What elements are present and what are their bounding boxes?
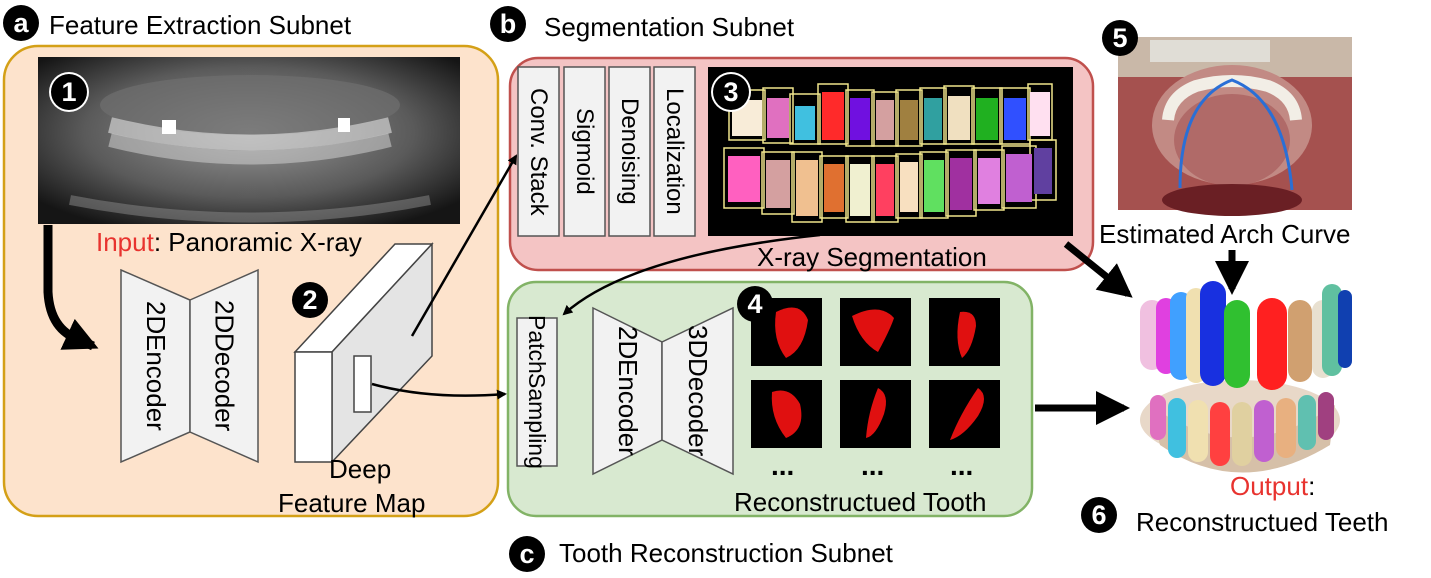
step-badge-1: 1: [51, 74, 87, 110]
reconstructed-tooth-thumbnails: [751, 298, 1000, 448]
localization-box: [653, 66, 696, 237]
output-prefix: Output: [1230, 471, 1309, 501]
stage-label-sigmoid: Sigmoid: [571, 108, 599, 195]
input-label: Input: Panoramic X-ray: [96, 229, 362, 255]
arrow-featuremap-to-segmentation: [410, 154, 518, 337]
decoder-2d-shape: [189, 268, 259, 464]
title-tooth-reconstruction: Tooth Reconstruction Subnet: [559, 538, 893, 568]
decoder-3d-recon-shape: [661, 306, 734, 476]
output-suffix: :: [1308, 471, 1316, 501]
step-badge-4: 4: [737, 286, 773, 322]
arrow-xray-to-encoder: [43, 225, 99, 351]
patch-sampling-box: [516, 317, 558, 467]
title-segmentation: Segmentation Subnet: [544, 12, 795, 42]
ellipsis-2: ...: [861, 450, 885, 481]
ellipsis-3: ...: [950, 450, 974, 481]
step-badge-6: 6: [1081, 497, 1117, 533]
ellipsis-1: ...: [771, 450, 795, 481]
reconstructed-tooth-label: Reconstructued Tooth: [734, 487, 987, 517]
input-text: : Panoramic X-ray: [153, 227, 362, 257]
feature-map-label-line1: Deep: [329, 454, 392, 484]
arch-curve-caption: Estimated Arch Curve: [1099, 219, 1351, 249]
panoramic-xray-image: [38, 57, 460, 224]
step-badge-3: 3: [713, 74, 749, 110]
intraoral-photo-image: [1118, 37, 1352, 216]
stage-label-localization: Localization: [661, 88, 689, 215]
badge-subnet-a: a: [3, 5, 39, 41]
input-prefix: Input: [96, 227, 154, 257]
feature-map-label-line2: Feature Map: [278, 488, 426, 518]
step-badge-5: 5: [1102, 20, 1138, 56]
deep-feature-map-shape: [293, 242, 434, 464]
step-badge-2: 2: [292, 282, 328, 318]
badge-subnet-b: b: [490, 6, 526, 42]
stage-label-conv-stack: Conv. Stack: [525, 87, 553, 216]
denoising-box: [608, 66, 651, 237]
arrow-segmentation-to-output: [1063, 241, 1133, 298]
stage-label-denoising: Denoising: [616, 98, 644, 205]
title-feature-extraction: Feature Extraction Subnet: [49, 10, 352, 40]
output-text: Reconstructued Teeth: [1136, 507, 1389, 537]
xray-segmentation-label: X-ray Segmentation: [757, 242, 987, 272]
output-label: Output:: [1230, 473, 1315, 499]
arrow-featuremap-to-patch: [371, 382, 507, 400]
sigmoid-box: [563, 66, 606, 237]
reconstructed-teeth-model: [1140, 281, 1352, 473]
arrow-segmentation-to-patch: [562, 233, 821, 316]
conv-stack-box: [517, 66, 560, 237]
xray-segmentation-image: [708, 67, 1073, 236]
badge-subnet-c: c: [509, 536, 545, 572]
